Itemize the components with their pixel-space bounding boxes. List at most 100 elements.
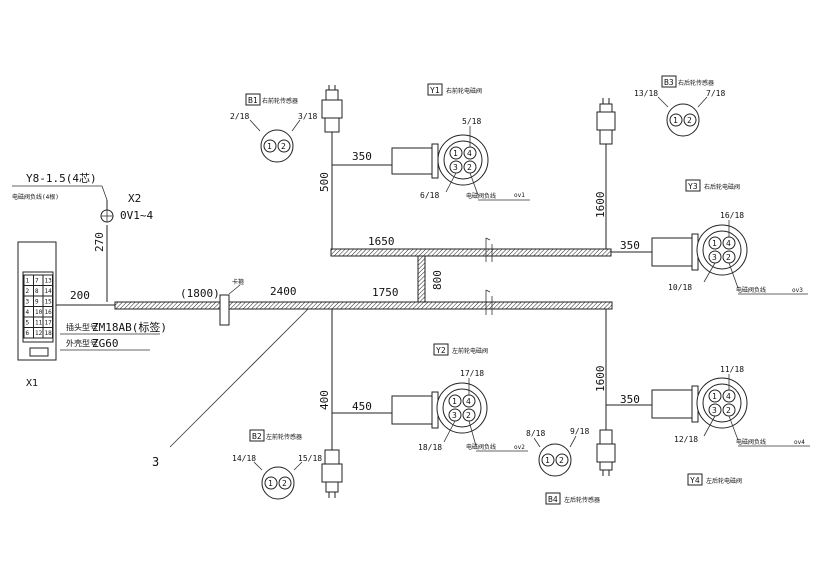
y3-note: 电磁阀负线 xyxy=(736,286,766,294)
b1-plug xyxy=(321,85,343,249)
x1-pin-label: 6 xyxy=(26,330,30,337)
dim-1750: 1750 xyxy=(372,286,399,299)
b2-plug xyxy=(321,449,343,498)
x1-pin-label: 8 xyxy=(35,288,39,295)
b2-sensor: B2 左前轮传感器 1 2 14/18 15/18 xyxy=(232,429,322,500)
upper-harness-trunk xyxy=(330,248,612,257)
b3-pin-right: 7/18 xyxy=(706,89,725,98)
svg-text:3: 3 xyxy=(452,411,457,420)
y4-tag: Y4 xyxy=(690,476,700,485)
y1-valve: 1 4 3 2 Y1 右前轮电磁阀 5/18 6/18 电磁阀负线 ov1 xyxy=(332,83,530,201)
x1-pin-label: 11 xyxy=(35,320,43,327)
y1-pin-bottom: 6/18 xyxy=(420,191,439,200)
dim-450: 450 xyxy=(352,400,372,413)
svg-text:4: 4 xyxy=(467,149,472,158)
svg-text:2: 2 xyxy=(726,253,731,262)
dim-350-y4: 350 xyxy=(620,393,640,406)
clamp-label: 卡箍 xyxy=(232,278,244,286)
b4-plug xyxy=(596,429,616,476)
dim-200: 200 xyxy=(70,289,90,302)
svg-text:1: 1 xyxy=(545,456,550,465)
y4-note: 电磁阀负线 xyxy=(736,438,766,446)
x1-pin-label: 3 xyxy=(26,299,30,306)
y3-code: ov3 xyxy=(792,287,803,294)
dim-2400: 2400 xyxy=(270,285,297,298)
x1-pin-label: 1 xyxy=(26,278,30,285)
b2-pin-left: 14/18 xyxy=(232,454,256,463)
y4-pin-bottom: 12/18 xyxy=(674,435,698,444)
x1-pin-label: 2 xyxy=(26,288,30,295)
y1-tag: Y1 xyxy=(430,86,440,95)
x1-pin-label: 7 xyxy=(35,278,39,285)
dim-1600-top: 1600 xyxy=(594,192,607,219)
y3-tag: Y3 xyxy=(688,182,698,191)
svg-text:2: 2 xyxy=(467,163,472,172)
y1-code: ov1 xyxy=(514,192,525,199)
b3-tag: B3 xyxy=(664,78,674,87)
y3-title: 右后轮电磁阀 xyxy=(704,183,740,191)
svg-text:1: 1 xyxy=(267,142,272,151)
y2-title: 左前轮电磁阀 xyxy=(452,347,488,355)
y3-pin-top: 16/18 xyxy=(720,211,744,220)
b2-tag: B2 xyxy=(252,432,262,441)
b1-pin-left: 2/18 xyxy=(230,112,249,121)
b2-pin-right: 15/18 xyxy=(298,454,322,463)
x1-pin-label: 4 xyxy=(26,309,30,316)
cable-note-2-cn: 外壳型号 xyxy=(66,338,98,348)
leader-label-3: 3 xyxy=(152,455,159,469)
x1-pin-label: 9 xyxy=(35,299,39,306)
x2-range: 0V1~4 xyxy=(120,209,153,222)
svg-text:4: 4 xyxy=(466,397,471,406)
x1-pin-label: 15 xyxy=(45,299,53,306)
b3-title: 右后轮传感器 xyxy=(678,79,714,87)
b4-sensor: 1 2 8/18 9/18 B4 左后轮传感器 xyxy=(526,427,600,505)
main-harness-trunk xyxy=(114,301,613,310)
x2-connector: Y8-1.5(4芯) 电磁阀负线(4根) X2 0V1~4 270 xyxy=(12,171,153,302)
cable-clamp: 卡箍 xyxy=(219,278,244,326)
y3-pin-bottom: 10/18 xyxy=(668,283,692,292)
dim-800: 800 xyxy=(431,270,444,290)
x1-pin-label: 12 xyxy=(35,330,43,337)
svg-text:2: 2 xyxy=(687,116,692,125)
b1-tag: B1 xyxy=(248,96,258,105)
svg-text:3: 3 xyxy=(453,163,458,172)
dim-350-y3: 350 xyxy=(620,239,640,252)
y1-note: 电磁阀负线 xyxy=(466,192,496,200)
dim-270: 270 xyxy=(93,232,106,252)
y3-valve: 1 4 3 2 Y3 右后轮电磁阀 16/18 10/18 电磁阀负线 ov3 xyxy=(611,179,808,295)
y4-pin-top: 11/18 xyxy=(720,365,744,374)
b4-title: 左后轮传感器 xyxy=(564,496,600,504)
svg-text:2: 2 xyxy=(726,406,731,415)
dim-1800: (1800) xyxy=(180,287,220,300)
b1-title: 右前轮传感器 xyxy=(262,97,298,105)
b4-pin-right: 9/18 xyxy=(570,427,589,436)
dim-1600-bottom: 1600 xyxy=(594,366,607,393)
cable-note-1-cn: 插头型号 xyxy=(66,322,98,332)
b1-sensor: B1 右前轮传感器 1 2 2/18 3/18 xyxy=(230,93,317,163)
x2-spec: Y8-1.5(4芯) xyxy=(26,171,97,185)
dim-1650: 1650 xyxy=(368,235,395,248)
dim-500: 500 xyxy=(318,172,331,192)
x1-pin-label: 13 xyxy=(45,278,53,285)
svg-text:1: 1 xyxy=(673,116,678,125)
svg-text:1: 1 xyxy=(712,392,717,401)
y1-pin-top: 5/18 xyxy=(462,117,481,126)
x1-pin-label: 18 xyxy=(45,330,53,337)
b1-pin-right: 3/18 xyxy=(298,112,317,121)
y1-title: 右前轮电磁阀 xyxy=(446,87,482,95)
svg-text:1: 1 xyxy=(268,479,273,488)
svg-text:2: 2 xyxy=(281,142,286,151)
cable-note-1-model: ZM18AB(标签) xyxy=(92,320,167,334)
y2-valve: 1 4 3 2 Y2 左前轮电磁阀 17/18 18/18 电磁阀负线 ov2 xyxy=(332,343,528,452)
svg-text:3: 3 xyxy=(712,406,717,415)
b3-pin-left: 13/18 xyxy=(634,89,658,98)
b3-plug xyxy=(596,98,616,249)
y4-code: ov4 xyxy=(794,439,805,446)
y2-pin-bottom: 18/18 xyxy=(418,443,442,452)
dim-350-top: 350 xyxy=(352,150,372,163)
svg-text:1: 1 xyxy=(453,149,458,158)
y2-code: ov2 xyxy=(514,444,525,451)
